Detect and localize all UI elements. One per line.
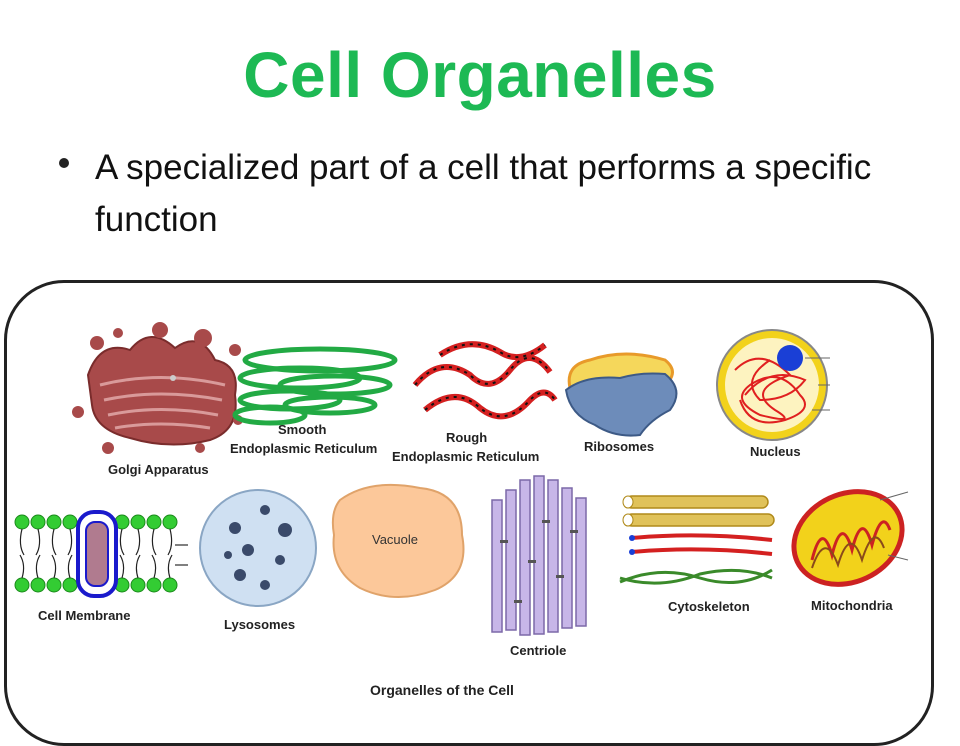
label-smooth-er-2: Endoplasmic Reticulum — [230, 441, 377, 456]
label-golgi-apparatus: Golgi Apparatus — [108, 462, 209, 477]
label-nucleus: Nucleus — [750, 444, 801, 459]
label-cell-membrane: Cell Membrane — [38, 608, 130, 623]
diagram-caption: Organelles of the Cell — [370, 682, 514, 698]
label-vacuole: Vacuole — [372, 532, 418, 547]
label-ribosomes: Ribosomes — [584, 439, 654, 454]
nucleus-illustration — [716, 329, 830, 441]
bullet-point: A specialized part of a cell that perfor… — [55, 142, 915, 246]
bullet-text: A specialized part of a cell that perfor… — [95, 148, 872, 239]
rough-er-illustration — [412, 341, 558, 420]
label-lysosomes: Lysosomes — [224, 617, 295, 632]
ribosome-illustration — [564, 352, 678, 437]
cell-membrane-illustration — [14, 510, 188, 598]
slide-title: Cell Organelles — [243, 39, 717, 111]
smooth-er-illustration — [232, 346, 398, 426]
lysosome-illustration — [199, 489, 317, 607]
label-smooth-er-1: Smooth — [278, 422, 326, 437]
label-rough-er-1: Rough — [446, 430, 487, 445]
bullet-dot-icon — [59, 158, 69, 168]
centriole-illustration — [491, 475, 587, 636]
organelles-diagram: Golgi Apparatus Smooth Endoplasmic Retic… — [14, 322, 909, 698]
label-centriole: Centriole — [510, 643, 566, 658]
cytoskeleton-illustration — [619, 495, 775, 585]
vacuole-illustration — [331, 483, 465, 599]
mitochondria-illustration — [791, 489, 909, 587]
label-rough-er-2: Endoplasmic Reticulum — [392, 449, 539, 464]
label-mitochondria: Mitochondria — [811, 598, 893, 613]
golgi-apparatus-illustration — [72, 322, 243, 454]
label-cytoskeleton: Cytoskeleton — [668, 599, 750, 614]
